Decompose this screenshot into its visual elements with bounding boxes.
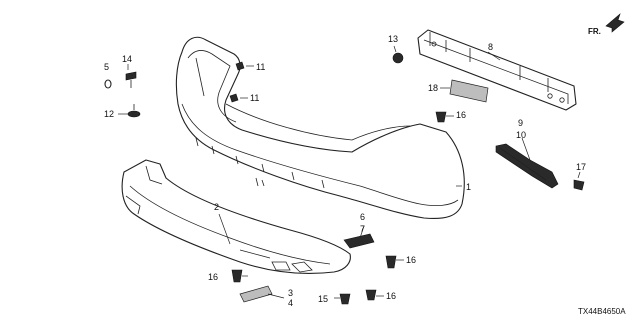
diagram-code: TX44B4650A [578, 307, 626, 316]
lower-garnish[interactable] [121, 159, 351, 275]
callout-8: 8 [488, 42, 493, 52]
callout-3: 3 [288, 288, 293, 298]
callout-6: 6 [360, 212, 365, 222]
callout-16-d: 16 [386, 291, 396, 301]
callout-12: 12 [104, 109, 114, 119]
callout-11-lower: 11 [250, 93, 259, 103]
rear-bumper-beam[interactable] [417, 29, 577, 111]
callout-4: 4 [288, 298, 293, 308]
clip-icon-15[interactable] [339, 293, 351, 305]
bolt-icon[interactable] [125, 71, 137, 88]
reflector-left[interactable] [239, 285, 273, 303]
callout-17: 17 [576, 162, 586, 172]
o-ring-icon[interactable] [104, 79, 112, 89]
side-bracket[interactable] [495, 143, 559, 189]
reflector-right[interactable] [343, 233, 375, 249]
callout-9: 9 [518, 118, 523, 128]
callout-14: 14 [122, 54, 132, 64]
pad[interactable] [449, 79, 489, 103]
screw-icon-lower[interactable] [229, 93, 239, 103]
clip-icon-c[interactable] [385, 255, 397, 269]
clip-icon-a[interactable] [435, 111, 447, 123]
screw-icon-upper[interactable] [235, 61, 245, 71]
callout-10: 10 [516, 130, 526, 140]
flange-bolt-icon[interactable] [127, 104, 141, 118]
screw-icon-17[interactable] [573, 179, 585, 191]
rear-bumper-face[interactable] [175, 36, 465, 220]
callout-18: 18 [428, 83, 438, 93]
callout-7: 7 [360, 224, 365, 234]
clip-icon-d[interactable] [365, 289, 377, 301]
callout-13: 13 [388, 34, 398, 44]
callout-5: 5 [104, 62, 109, 72]
callout-16-c: 16 [406, 255, 416, 265]
nut-icon[interactable] [392, 52, 404, 64]
clip-icon-b[interactable] [231, 269, 243, 283]
callout-16-a: 16 [456, 110, 466, 120]
callout-15: 15 [318, 294, 328, 304]
callout-16-b: 16 [208, 272, 218, 282]
callout-11-upper: 11 [256, 62, 265, 72]
callout-1: 1 [466, 182, 471, 192]
callout-2: 2 [214, 202, 219, 212]
direction-label: FR. [588, 27, 601, 36]
front-direction-arrow-icon: FR. [588, 13, 625, 36]
